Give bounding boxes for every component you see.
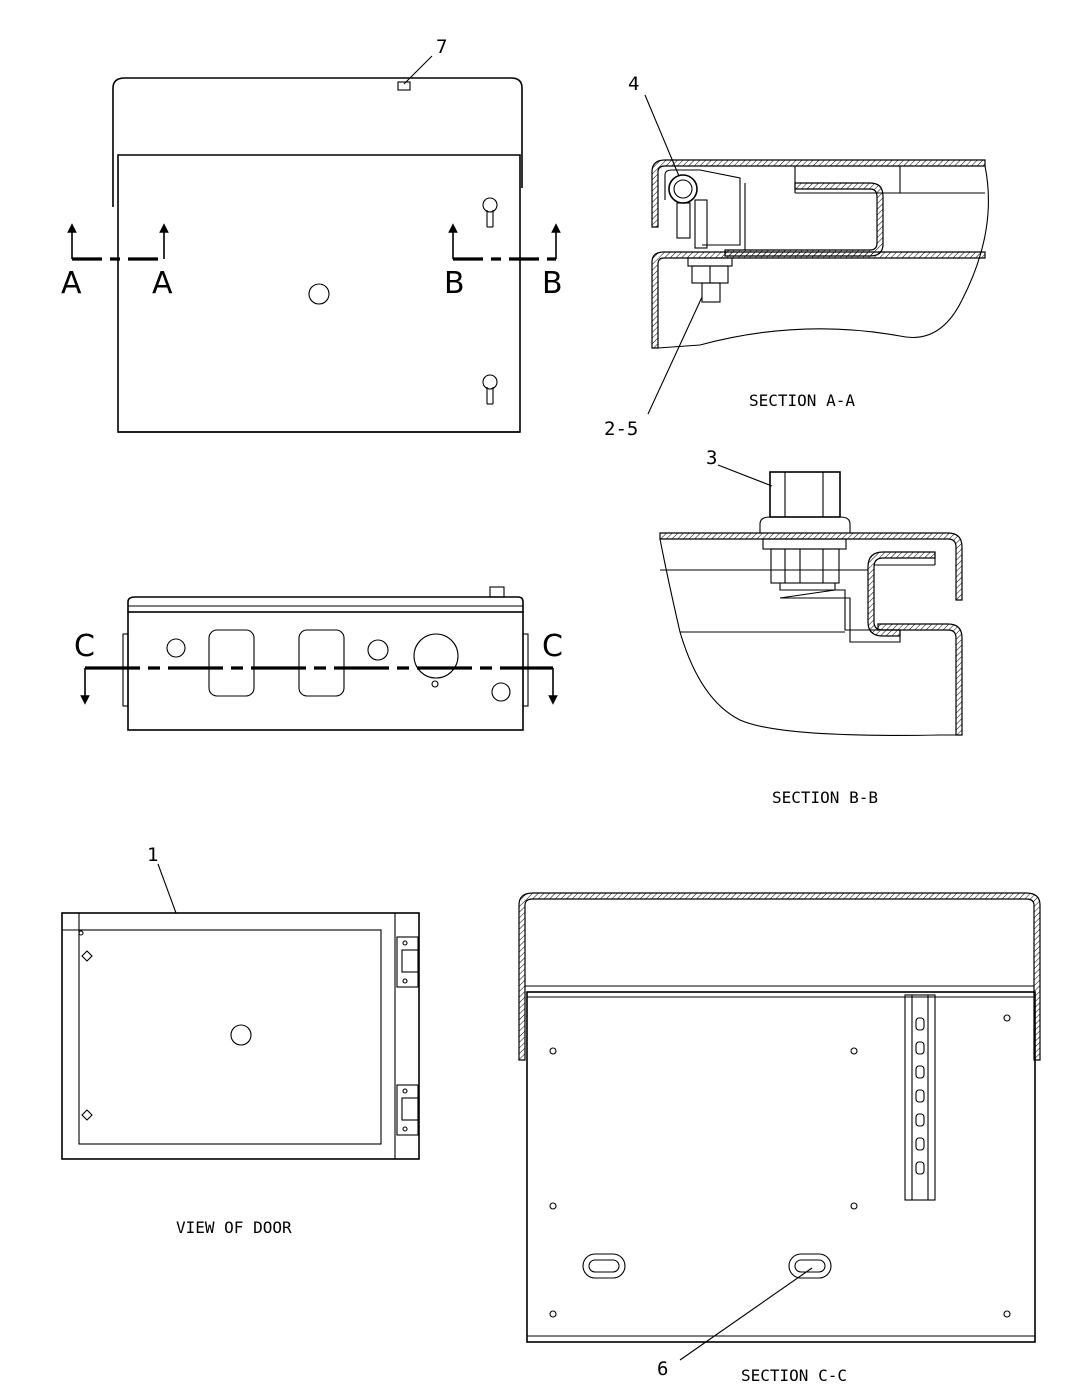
callout-6: 6 bbox=[657, 1358, 668, 1380]
leader-line bbox=[679, 1267, 813, 1361]
leader-line bbox=[403, 55, 433, 85]
section-a-a: 4 2-5 SECTION A-A bbox=[604, 73, 989, 440]
section-marker-c-left: C bbox=[74, 629, 95, 664]
callout-7: 7 bbox=[436, 36, 447, 58]
caption-door-view: VIEW OF DOOR bbox=[176, 1218, 292, 1237]
lock-hole bbox=[230, 1024, 252, 1046]
hinge-tab bbox=[397, 81, 411, 91]
callout-3: 3 bbox=[706, 447, 717, 469]
keyhole-icon bbox=[482, 374, 498, 405]
callout-1: 1 bbox=[147, 844, 158, 866]
caption-section-b: SECTION B-B bbox=[772, 788, 878, 807]
callout-2-5: 2-5 bbox=[604, 418, 638, 440]
leader-line bbox=[647, 296, 703, 415]
section-marker-a-left: A bbox=[61, 266, 82, 301]
section-marker-b-right: B bbox=[542, 266, 563, 301]
section-marker-c-right: C bbox=[542, 629, 563, 664]
hinge-icon bbox=[396, 936, 419, 988]
keyhole-icon bbox=[482, 197, 498, 228]
section-b-cut-line bbox=[448, 223, 561, 261]
slot-icon bbox=[582, 1253, 626, 1279]
door-view: 1 VIEW OF DOOR bbox=[61, 844, 420, 1237]
caption-section-c: SECTION C-C bbox=[741, 1366, 847, 1385]
leader-line bbox=[644, 94, 680, 177]
section-b-b: 3 SECTION B-B bbox=[659, 447, 963, 807]
section-a-cut-line bbox=[67, 223, 169, 261]
slot-icon bbox=[788, 1253, 832, 1279]
din-rail bbox=[904, 994, 936, 1201]
section-marker-a-right: A bbox=[152, 266, 173, 301]
bottom-view: C C bbox=[74, 586, 563, 731]
front-view: A A B B 7 bbox=[61, 36, 563, 433]
hinge-icon bbox=[396, 1084, 419, 1136]
leader-line bbox=[717, 464, 773, 487]
section-c-cut-line bbox=[80, 666, 558, 705]
caption-section-a: SECTION A-A bbox=[749, 391, 855, 410]
section-c-c: 6 SECTION C-C bbox=[518, 892, 1041, 1385]
callout-4: 4 bbox=[628, 73, 639, 95]
section-marker-b-left: B bbox=[444, 266, 465, 301]
lock-hole bbox=[308, 283, 330, 305]
hinge-pin bbox=[668, 174, 698, 204]
leader-line bbox=[157, 863, 177, 914]
